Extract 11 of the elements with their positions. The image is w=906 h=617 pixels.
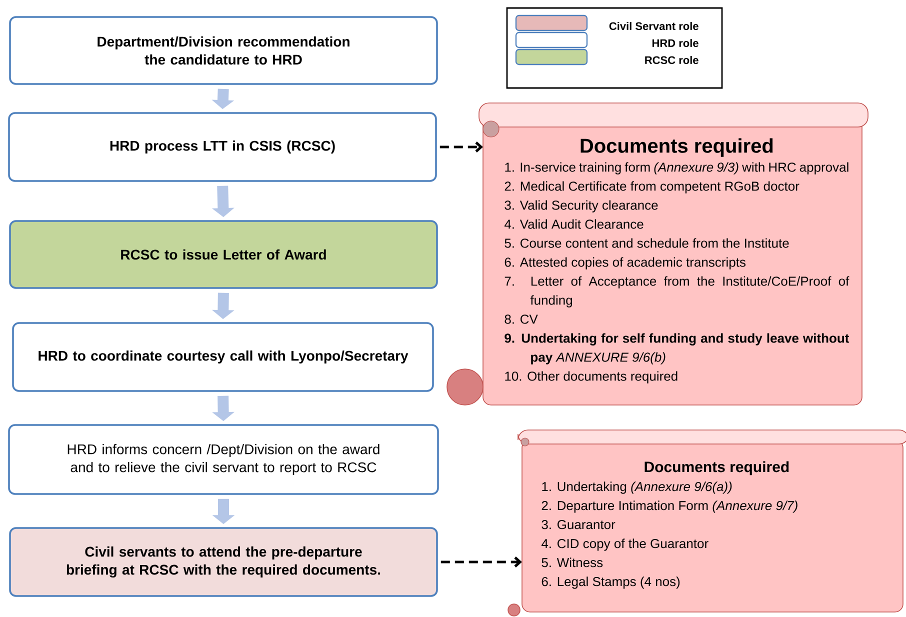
process-box: Department/Division recommendation the candidature to HRD bbox=[9, 16, 438, 85]
legend-label: RCSC role bbox=[645, 56, 698, 64]
process-box: HRD to coordinate courtesy call with Lyonpo/Secretary bbox=[12, 322, 434, 392]
legend-label: Civil Servant role bbox=[609, 22, 698, 30]
legend-label: HRD role bbox=[652, 38, 698, 48]
dashed-arrow bbox=[440, 556, 522, 568]
dashed-arrow bbox=[440, 142, 483, 152]
process-box: HRD process LTT in CSIS (RCSC) bbox=[8, 112, 437, 182]
process-box: Civil servants to attend the pre-departure briefing at RCSC with the required documents. bbox=[9, 527, 438, 597]
process-box: RCSC to issue Letter of Award bbox=[9, 220, 438, 289]
process-box: HRD informs concern /Dept/Division on the award and to relieve the civil servant to report to RCSC bbox=[8, 424, 439, 495]
